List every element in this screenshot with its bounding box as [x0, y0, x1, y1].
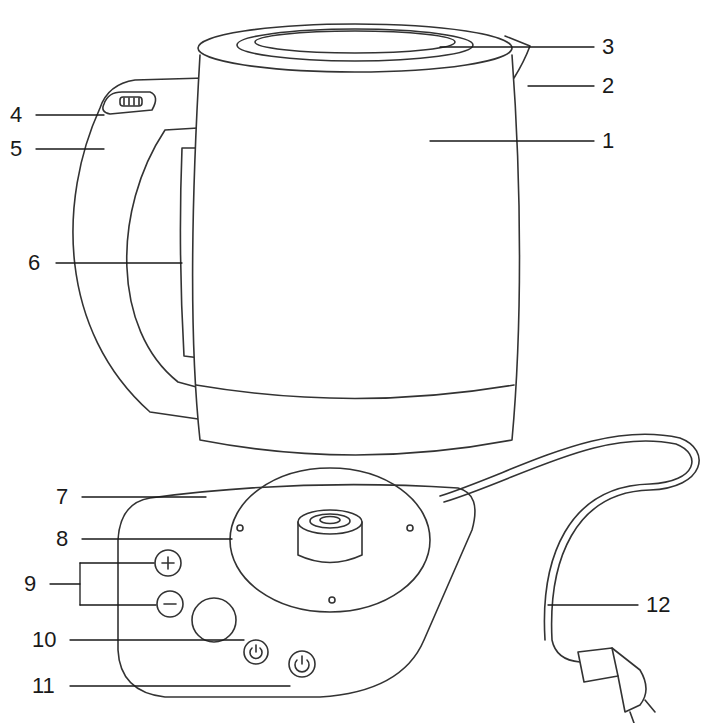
kettle-body: [192, 55, 519, 455]
lid-top: [255, 31, 455, 53]
handle-inner: [127, 128, 200, 388]
display: [192, 598, 236, 642]
lid-button: [103, 92, 156, 114]
callout-number: 6: [28, 251, 40, 275]
base-outline: [118, 485, 475, 697]
handle-outline: [73, 78, 205, 420]
callout-number: 9: [24, 572, 36, 596]
callout-number: 11: [32, 674, 55, 698]
minus-button: [157, 591, 183, 617]
body-band: [196, 385, 514, 399]
base-plate: [230, 468, 430, 612]
callout-number: 12: [646, 593, 670, 617]
callout-number: 2: [602, 74, 614, 98]
plus-button: [155, 550, 181, 576]
power-cord: [440, 434, 699, 662]
callout-number: 4: [10, 103, 22, 127]
leader-lines: [36, 47, 638, 686]
callout-number: 5: [10, 137, 22, 161]
power-button: [289, 651, 315, 677]
callout-number: 7: [56, 485, 68, 509]
keep-warm-button: [244, 640, 268, 664]
callout-number: 1: [602, 129, 614, 153]
lid-button-grip: [120, 97, 142, 106]
callout-number: 3: [602, 35, 614, 59]
callout-number: 10: [32, 628, 56, 652]
lid: [237, 29, 473, 61]
plug: [578, 648, 618, 682]
callout-number: 8: [56, 527, 68, 551]
lid-rim: [198, 24, 512, 72]
